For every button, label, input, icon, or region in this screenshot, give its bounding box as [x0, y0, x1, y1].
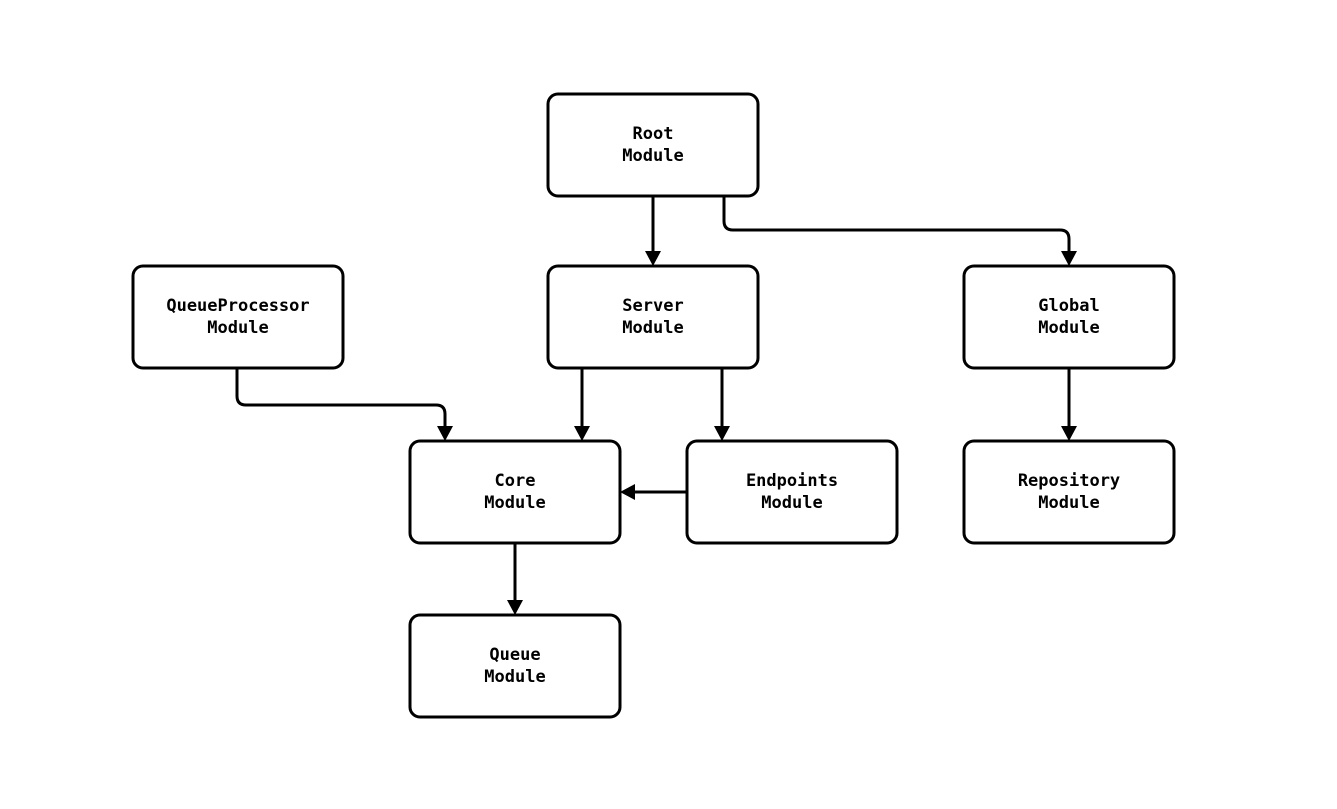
edge-queueprocessor-to-core: QueueProcessor Module depends on Core Mo…: [235, 368, 453, 441]
node-label-line1: Endpoints: [746, 471, 838, 491]
node-label-line2: Module: [207, 318, 268, 338]
node-label-line1: Core: [495, 471, 536, 491]
nodes-layer: RootModuleRoot ModuleQueueProcessorModul…: [131, 92, 1176, 719]
arrowhead-icon: [714, 426, 730, 441]
node-server[interactable]: ServerModuleServer Module: [546, 264, 760, 370]
node-box[interactable]: [408, 439, 622, 545]
node-queue[interactable]: QueueModuleQueue Module: [408, 613, 622, 719]
edge-root-to-server: Root Module depends on Server Module: [645, 196, 661, 266]
node-endpoints[interactable]: EndpointsModuleEndpoints Module: [685, 439, 899, 545]
node-label-line2: Module: [484, 667, 545, 687]
node-box[interactable]: [546, 92, 760, 198]
node-label-line2: Module: [622, 318, 683, 338]
node-queueprocessor[interactable]: QueueProcessorModuleQueueProcessor Modul…: [131, 264, 345, 370]
edge-root-to-global: Root Module depends on Global Module: [722, 196, 1077, 266]
node-label-line2: Module: [761, 493, 822, 513]
arrowhead-icon: [645, 251, 661, 266]
node-repository[interactable]: RepositoryModuleRepository Module: [962, 439, 1176, 545]
edge-global-to-repository: Global Module depends on Repository Modu…: [1061, 368, 1077, 441]
edge-line: [722, 196, 1071, 253]
node-root[interactable]: RootModuleRoot Module: [546, 92, 760, 198]
node-label-line1: QueueProcessor: [166, 296, 309, 316]
node-label-line1: Root: [633, 124, 674, 144]
node-core[interactable]: CoreModuleCore Module: [408, 439, 622, 545]
edge-endpoints-to-core: Endpoints Module depends on Core Module: [620, 484, 687, 500]
node-label-line1: Queue: [489, 645, 540, 665]
node-global[interactable]: GlobalModuleGlobal Module: [962, 264, 1176, 370]
node-label-line2: Module: [622, 146, 683, 166]
arrowhead-icon: [507, 600, 523, 615]
edge-server-to-core: Server Module depends on Core Module: [574, 368, 590, 441]
node-label-line1: Repository: [1018, 471, 1120, 491]
edge-core-to-queue: Core Module depends on Queue Module: [507, 543, 523, 615]
node-box[interactable]: [131, 264, 345, 370]
edges-layer: Root Module depends on Server Module Root…: [235, 196, 1077, 615]
node-box[interactable]: [408, 613, 622, 719]
node-box[interactable]: [962, 439, 1176, 545]
node-box[interactable]: [546, 264, 760, 370]
arrowhead-icon: [1061, 426, 1077, 441]
node-box[interactable]: [962, 264, 1176, 370]
node-label-line2: Module: [1038, 493, 1099, 513]
arrowhead-icon: [437, 426, 453, 441]
node-label-line2: Module: [484, 493, 545, 513]
arrowhead-icon: [620, 484, 635, 500]
edge-line: [235, 368, 447, 428]
edge-server-to-endpoints: Server Module depends on Endpoints Modul…: [714, 368, 730, 441]
node-label-line2: Module: [1038, 318, 1099, 338]
node-box[interactable]: [685, 439, 899, 545]
arrowhead-icon: [574, 426, 590, 441]
node-label-line1: Global: [1038, 296, 1099, 316]
node-label-line1: Server: [622, 296, 683, 316]
arrowhead-icon: [1061, 251, 1077, 266]
